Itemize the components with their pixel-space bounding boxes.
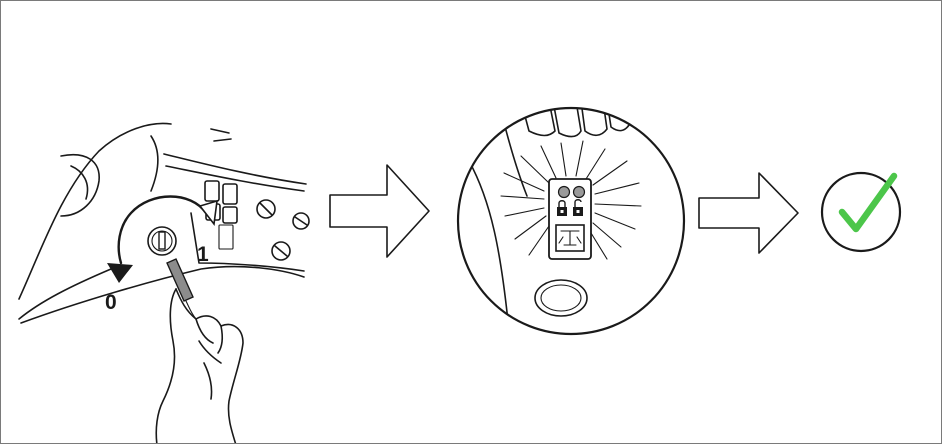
rotation-arrowhead-on — [198, 199, 218, 227]
checkmark-icon — [820, 171, 902, 253]
arrow-right-icon — [329, 164, 430, 258]
steering-wheel-spoke — [60, 154, 100, 217]
ignition-key — [166, 258, 194, 302]
checkmark-tick — [838, 172, 898, 233]
dash-switch — [204, 180, 220, 202]
indicator-light-right — [572, 185, 586, 199]
position-label-off: 0 — [105, 291, 117, 314]
ignition-lock — [147, 226, 177, 256]
indicator-magnifier — [456, 106, 686, 336]
arrow-right-icon — [698, 172, 799, 254]
dashboard-key-illustration: 1 0 — [18, 122, 310, 443]
lock-symbol-right — [573, 199, 583, 216]
indicator-panel-small — [218, 224, 234, 250]
hand — [175, 288, 244, 443]
steering-wheel-rim — [18, 122, 172, 300]
indicator-light-left — [557, 185, 571, 199]
dashboard-outline — [163, 153, 307, 185]
position-label-on: 1 — [197, 243, 209, 266]
rotation-arrowhead-off — [107, 263, 133, 283]
dash-knob — [256, 199, 276, 219]
light-rays — [500, 140, 642, 260]
lock-symbol-left — [557, 200, 567, 216]
rotation-arrow — [117, 195, 208, 265]
